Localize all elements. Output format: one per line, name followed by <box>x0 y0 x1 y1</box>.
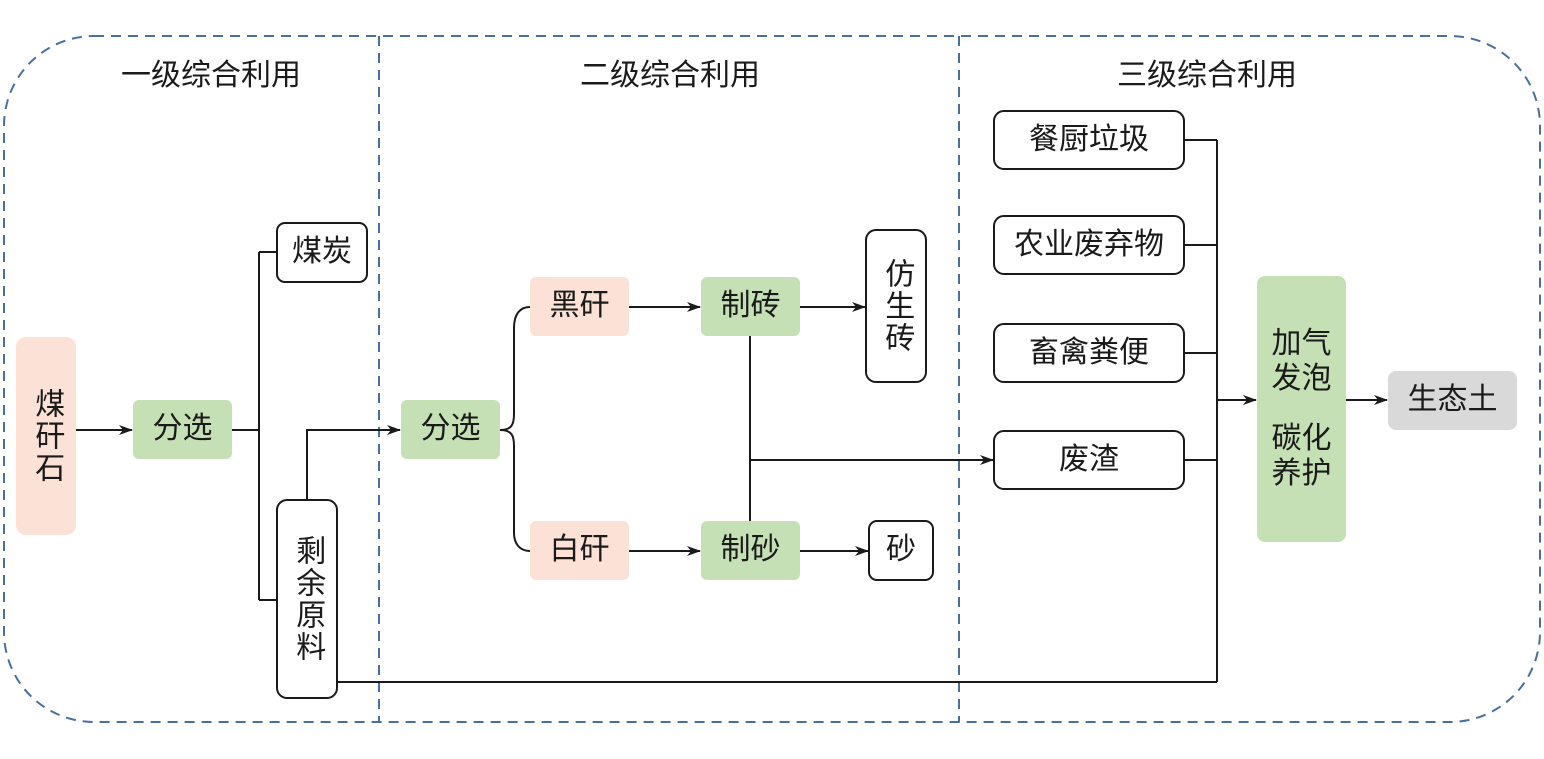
node-remaining: 剩余原料 <box>277 500 337 698</box>
header-level2: 二级综合利用 <box>580 58 760 93</box>
node-gangue: 煤矸石 <box>16 337 76 535</box>
node-manure: 畜禽粪便 <box>1029 334 1149 370</box>
node-sort1: 分选 <box>152 411 213 447</box>
process-aeration-line2: 发泡 <box>1271 360 1332 396</box>
node-white-gangue-box <box>530 521 629 580</box>
node-kitchen-waste: 餐厨垃圾 <box>1029 121 1149 157</box>
node-make-sand-box <box>701 521 800 580</box>
node-imitation-brick: 仿生砖 <box>866 230 926 382</box>
arrow-remaining-to-sort2 <box>306 425 401 500</box>
node-make-brick: 制砖 <box>720 288 781 324</box>
node-sort2-box <box>401 400 500 459</box>
node-imitation-brick-label: 仿生砖 <box>879 258 915 354</box>
brace-sort2-split <box>499 306 531 552</box>
collector-bus <box>337 139 1218 683</box>
outer-dashed-border <box>3 35 1541 723</box>
node-imitation-brick-box <box>865 229 927 383</box>
node-agri-waste: 农业废弃物 <box>1014 226 1164 262</box>
node-process-box <box>1257 276 1346 542</box>
header-level3: 三级综合利用 <box>1117 58 1297 93</box>
split-sort1-outputs <box>232 251 277 601</box>
node-gangue-label: 煤矸石 <box>29 388 65 484</box>
process-carbon-line1: 碳化 <box>1271 421 1332 456</box>
process-aeration-line1: 加气 <box>1271 326 1332 361</box>
node-sort1-box <box>133 400 232 459</box>
node-coal: 煤炭 <box>292 234 352 270</box>
node-make-sand: 制砂 <box>720 532 781 568</box>
node-sand-box <box>868 520 934 581</box>
process-carbon-line2: 养护 <box>1271 455 1332 491</box>
header-level1: 一级综合利用 <box>121 58 301 93</box>
node-sort2: 分选 <box>420 411 481 447</box>
node-sand: 砂 <box>886 532 916 568</box>
node-process: 加气 发泡 碳化 养护 <box>1257 276 1346 542</box>
node-eco-soil-box <box>1388 371 1517 430</box>
node-make-brick-box <box>701 277 800 336</box>
node-remaining-label: 剩余原料 <box>290 535 326 663</box>
node-gangue-box <box>16 337 76 535</box>
node-black-gangue-box <box>530 277 629 336</box>
node-white-gangue: 白矸 <box>549 532 610 568</box>
node-eco-soil: 生态土 <box>1407 382 1498 418</box>
node-black-gangue: 黑矸 <box>549 288 610 324</box>
node-waste-residue: 废渣 <box>1059 441 1119 477</box>
